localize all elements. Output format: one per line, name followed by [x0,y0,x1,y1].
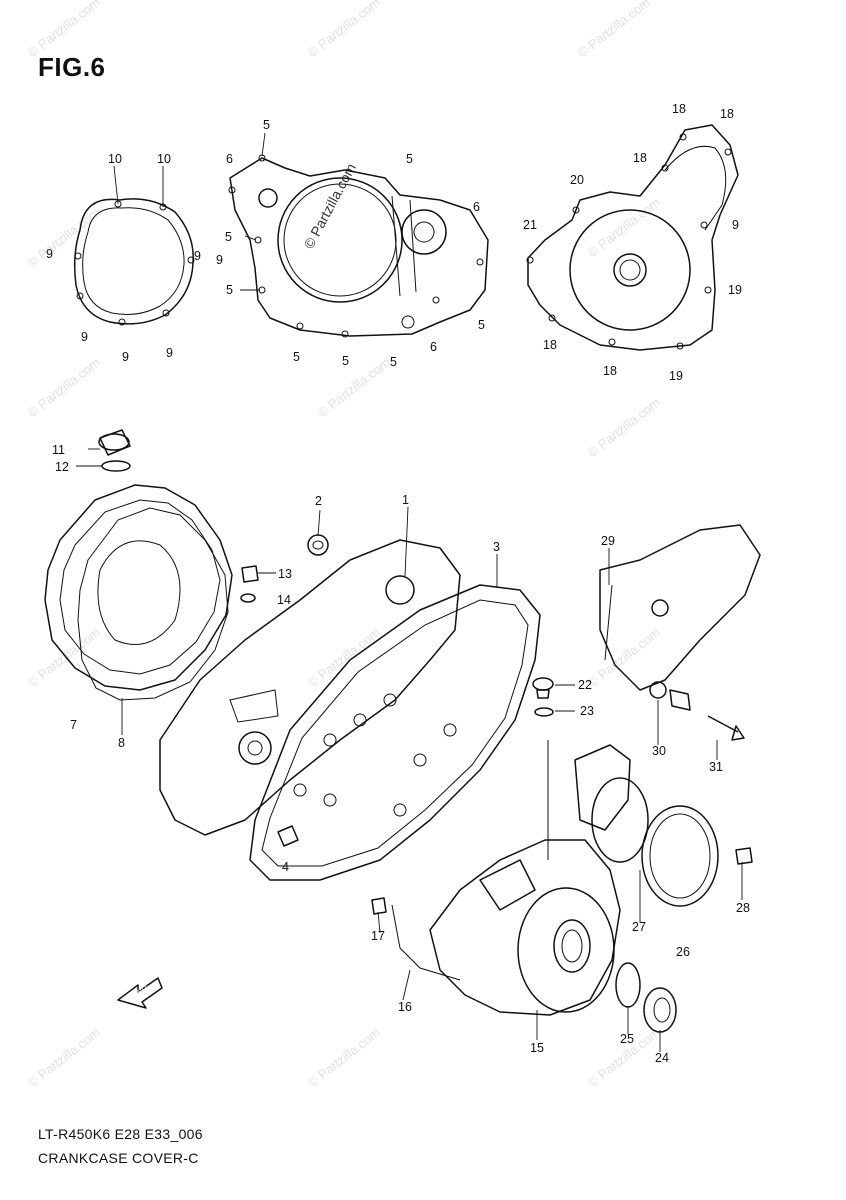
callout: 13 [278,567,292,581]
callout: 30 [652,744,666,758]
crankcase-gasket-top [228,154,489,338]
round-gasket [73,198,195,326]
callout: 2 [315,494,322,508]
callout: 11 [52,443,65,457]
clutch-cover [44,484,233,691]
callout: 16 [398,1000,412,1014]
chain-cover [599,524,761,741]
callout: 9 [166,346,173,360]
oil-filler-plug [98,429,131,472]
callout: 3 [493,540,500,554]
callout: 5 [390,355,397,369]
dowel-pin-4 [277,825,299,847]
callout: 9 [81,330,88,344]
bolt-13 [240,565,259,603]
dowel-pin-17 [371,897,387,915]
starter-cover [574,744,753,907]
callout: 18 [543,338,557,352]
center-watermark: © Partzilla.com [301,161,359,252]
callout: 22 [578,678,592,692]
callout-labels: 10 10 9 9 9 9 9 9 5 6 5 5 5 5 5 5 6 6 5 … [46,102,750,1065]
leader-lines [76,132,743,1052]
callout: 28 [736,901,750,915]
figure-title: FIG.6 [38,52,106,82]
callout: 12 [55,460,69,474]
callout: 27 [632,920,646,934]
callout: 18 [720,107,734,121]
callout: 20 [570,173,584,187]
callout: 9 [216,253,223,267]
callout: 10 [157,152,171,166]
callout: 15 [530,1041,544,1055]
diagram-code: LT-R450K6 E28 E33_006 [38,1126,203,1142]
callout: 5 [406,152,413,166]
callout: 4 [282,860,289,874]
callout: 5 [342,354,349,368]
callout: 24 [655,1051,669,1065]
callout: 18 [633,151,647,165]
callout: 1 [402,493,409,507]
callout: 19 [728,283,742,297]
callout: 17 [371,929,385,943]
callout: 19 [669,369,683,383]
callout: 5 [263,118,270,132]
callout: 8 [118,736,125,750]
callout: 21 [523,218,537,232]
callout: 5 [226,283,233,297]
callout: 14 [277,593,291,607]
callout: 18 [603,364,617,378]
callout: 6 [226,152,233,166]
callout: 9 [732,218,739,232]
callout: 6 [473,200,480,214]
clutch-cover-gasket [77,507,229,701]
crankcase-cover-gasket [249,584,541,881]
magneto-cover [429,740,621,1016]
callout: 9 [46,247,53,261]
callout: 23 [580,704,594,718]
callout: 9 [122,350,129,364]
callout: 26 [676,945,690,959]
fwd-arrow: FWD [117,977,163,1009]
callout: 9 [194,249,201,263]
callout: 7 [70,718,77,732]
callout: 10 [108,152,122,166]
callout: 29 [601,534,615,548]
diagram-name: CRANKCASE COVER-C [38,1150,199,1166]
callout: 25 [620,1032,634,1046]
callout: 5 [225,230,232,244]
generator-cover-gasket [391,904,461,981]
callout: 5 [293,350,300,364]
callout: 18 [672,102,686,116]
magneto-cover-gasket [526,124,739,351]
crankcase-cover [159,534,461,836]
oil-plug-22 [532,677,554,717]
cap-24 [615,962,677,1033]
callout: 5 [478,318,485,332]
callout: 31 [709,760,723,774]
callout: 6 [430,340,437,354]
